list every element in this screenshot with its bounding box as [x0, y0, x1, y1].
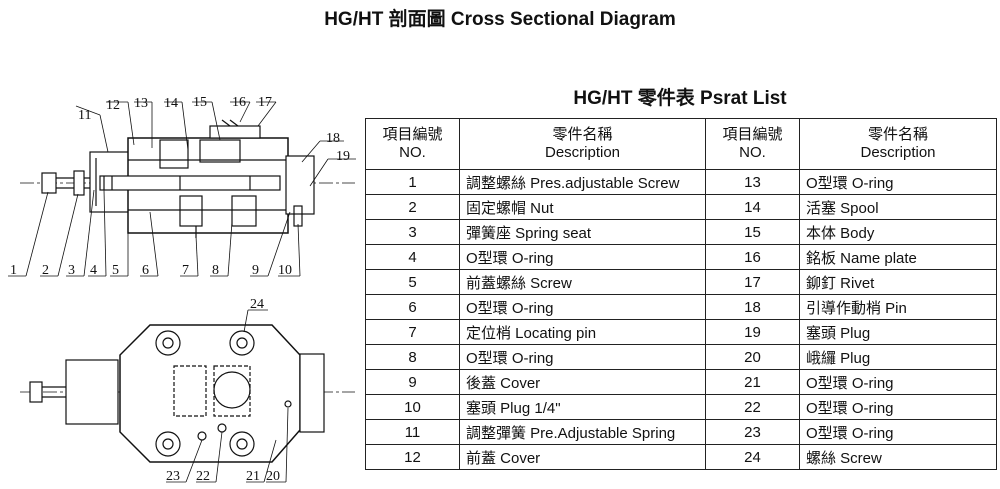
part-number-cell: 21: [705, 369, 800, 395]
label-9: 9: [252, 263, 259, 278]
label-17: 17: [258, 95, 272, 110]
plan-leaders: [166, 309, 289, 483]
part-description-cell: 本体 Body: [799, 219, 997, 245]
label-12: 12: [106, 98, 120, 113]
label-3: 3: [68, 263, 75, 278]
part-description-cell: 鉚釘 Rivet: [799, 269, 997, 295]
label-1: 1: [10, 263, 17, 278]
part-description-cell: O型環 O-ring: [799, 394, 997, 420]
part-number-cell: 7: [365, 319, 460, 345]
label-7: 7: [182, 263, 189, 278]
parts-list-title: HG/HT 零件表 Psrat List: [573, 88, 787, 109]
label-11: 11: [78, 108, 91, 123]
page-title: HG/HT 剖面圖 Cross Sectional Diagram: [324, 9, 676, 30]
part-description-cell: O型環 O-ring: [799, 369, 997, 395]
label-13: 13: [134, 96, 148, 111]
part-number-cell: 11: [365, 419, 460, 445]
plan-view: [20, 324, 355, 463]
label-14: 14: [164, 96, 178, 111]
part-description-cell: O型環 O-ring: [799, 169, 997, 195]
part-number-cell: 23: [705, 419, 800, 445]
part-number-cell: 22: [705, 394, 800, 420]
label-22: 22: [196, 469, 210, 484]
cross-section-diagram: 11 12 13 14 15 16 17 18 19 1 2 3 4 5 6 7…: [8, 95, 356, 484]
part-number-cell: 14: [705, 194, 800, 220]
label-5: 5: [112, 263, 119, 278]
part-description-cell: 前蓋螺絲 Screw: [459, 269, 706, 295]
part-number-cell: 18: [705, 294, 800, 320]
part-number-cell: 17: [705, 269, 800, 295]
part-number-cell: 13: [705, 169, 800, 195]
label-2: 2: [42, 263, 49, 278]
part-description-cell: 塞頭 Plug 1/4": [459, 394, 706, 420]
label-23: 23: [166, 469, 180, 484]
part-description-cell: 塞頭 Plug: [799, 319, 997, 345]
part-description-cell: 引導作動梢 Pin: [799, 294, 997, 320]
section-leaders: [8, 101, 356, 277]
part-number-cell: 10: [365, 394, 460, 420]
part-number-cell: 24: [705, 444, 800, 470]
label-8: 8: [212, 263, 219, 278]
label-15: 15: [193, 95, 207, 110]
part-number-cell: 9: [365, 369, 460, 395]
part-description-cell: O型環 O-ring: [459, 294, 706, 320]
part-number-cell: 16: [705, 244, 800, 270]
part-description-cell: 調整螺絲 Pres.adjustable Screw: [459, 169, 706, 195]
section-view: [20, 119, 355, 238]
part-number-cell: 8: [365, 344, 460, 370]
part-number-cell: 6: [365, 294, 460, 320]
part-description-cell: 固定螺帽 Nut: [459, 194, 706, 220]
part-description-cell: 彈簧座 Spring seat: [459, 219, 706, 245]
part-number-cell: 4: [365, 244, 460, 270]
part-number-cell: 15: [705, 219, 800, 245]
part-description-cell: O型環 O-ring: [459, 344, 706, 370]
label-24: 24: [250, 297, 264, 312]
label-16: 16: [232, 95, 246, 110]
label-4: 4: [90, 263, 97, 278]
part-description-cell: 定位梢 Locating pin: [459, 319, 706, 345]
part-description-cell: 峨纙 Plug: [799, 344, 997, 370]
diagram-labels: 11 12 13 14 15 16 17 18 19 1 2 3 4 5 6 7…: [10, 95, 350, 484]
part-number-cell: 2: [365, 194, 460, 220]
part-number-cell: 19: [705, 319, 800, 345]
part-description-cell: 銘板 Name plate: [799, 244, 997, 270]
part-number-cell: 3: [365, 219, 460, 245]
part-description-cell: 調整彈簧 Pre.Adjustable Spring: [459, 419, 706, 445]
part-number-cell: 20: [705, 344, 800, 370]
label-18: 18: [326, 131, 340, 146]
part-description-cell: 活塞 Spool: [799, 194, 997, 220]
label-19: 19: [336, 149, 350, 164]
label-20: 20: [266, 469, 280, 484]
label-21: 21: [246, 469, 260, 484]
label-10: 10: [278, 263, 292, 278]
part-description-cell: 後蓋 Cover: [459, 369, 706, 395]
label-6: 6: [142, 263, 149, 278]
part-description-cell: 前蓋 Cover: [459, 444, 706, 470]
part-description-cell: O型環 O-ring: [459, 244, 706, 270]
part-number-cell: 1: [365, 169, 460, 195]
part-number-cell: 5: [365, 269, 460, 295]
part-description-cell: 螺絲 Screw: [799, 444, 997, 470]
part-number-cell: 12: [365, 444, 460, 470]
part-description-cell: O型環 O-ring: [799, 419, 997, 445]
